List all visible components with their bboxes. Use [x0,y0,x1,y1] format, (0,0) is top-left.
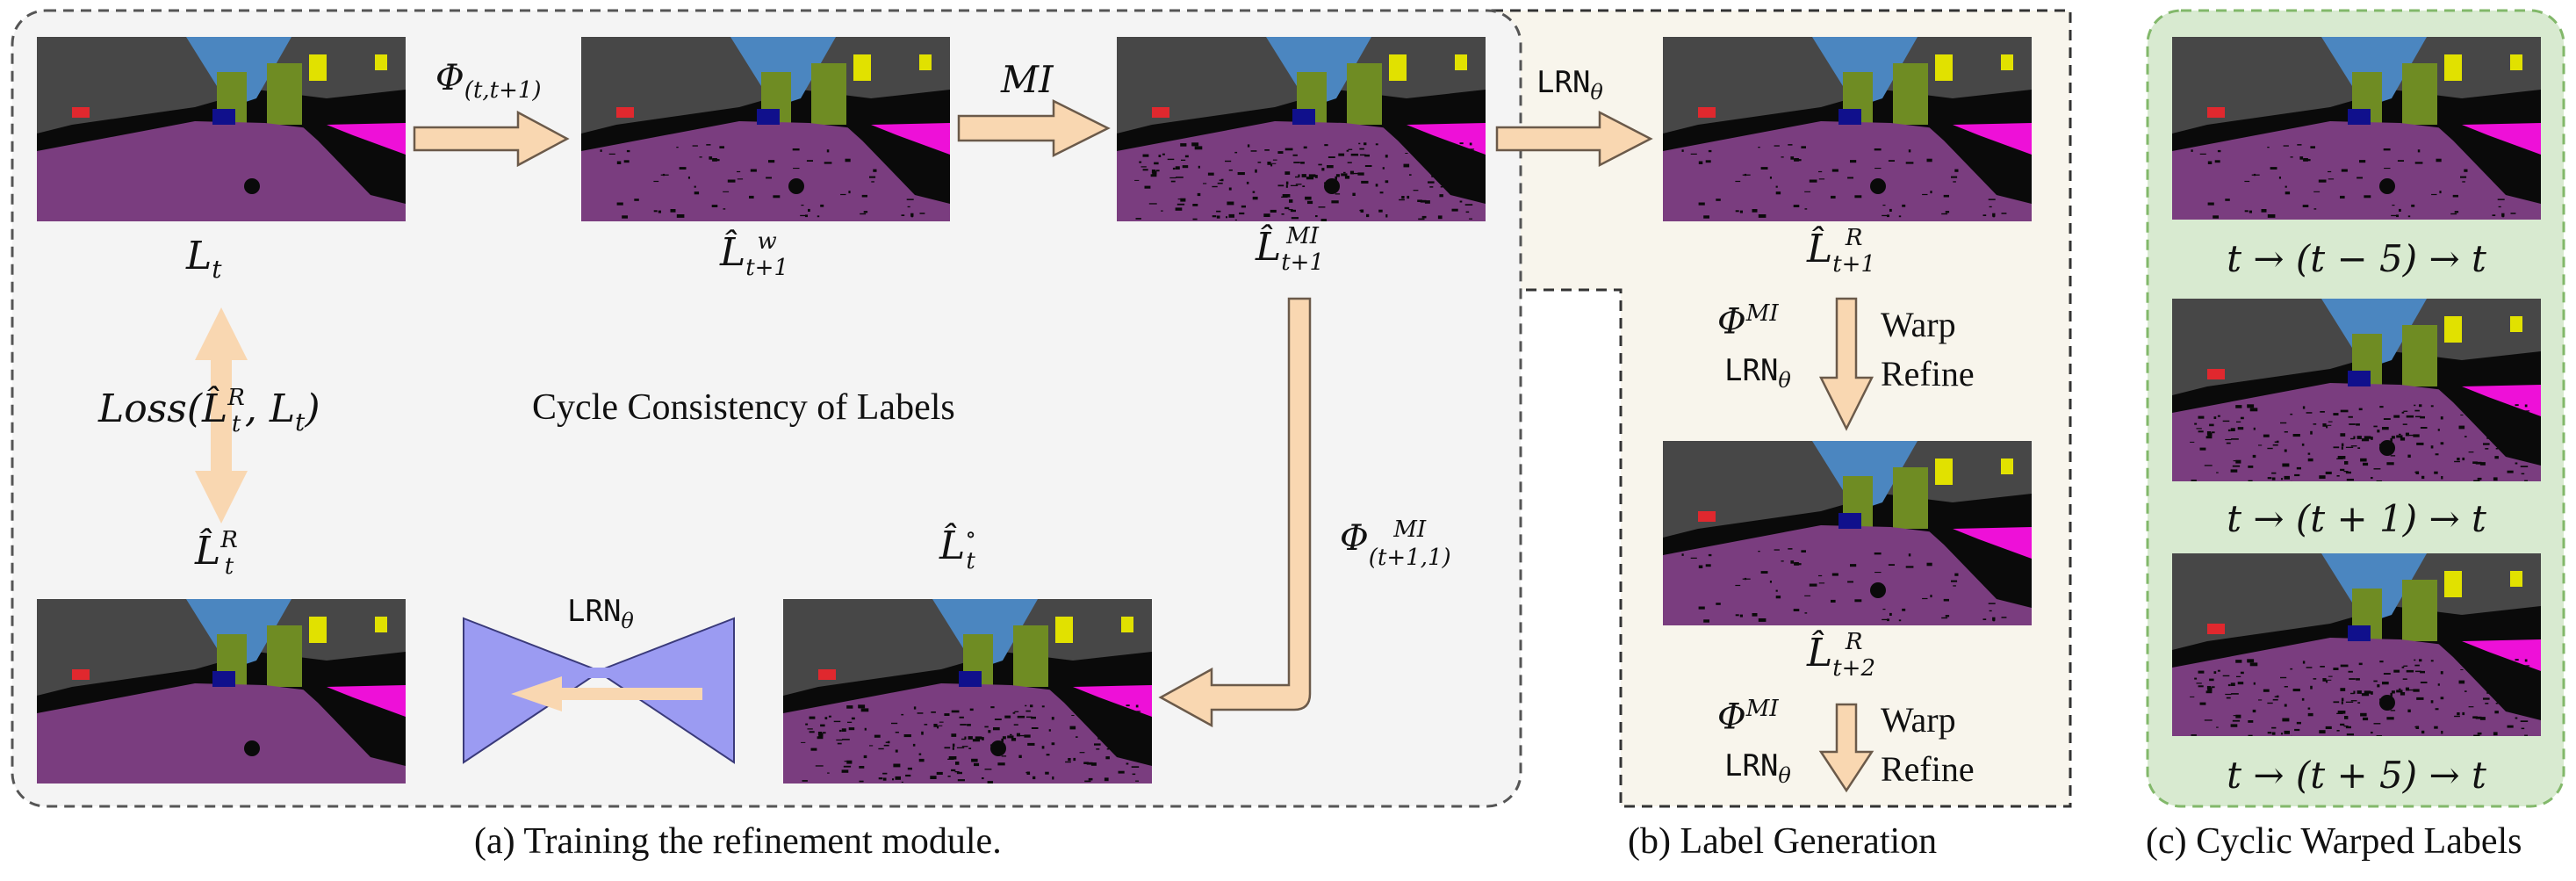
cycle-title: Cycle Consistency of Labels [532,387,955,428]
network-arrow [511,676,702,711]
label-l-circ: L̂∘t [939,522,976,574]
caption-a: (a) Training the refinement module. [474,821,1002,862]
cyclic-caption-3: t → (t + 5) → t [2227,754,2486,797]
step2-warp: Warp [1881,700,1956,740]
network-waist [588,668,609,678]
cyclic-caption-2: t → (t + 1) → t [2227,497,2486,540]
arrow-loss [195,307,248,524]
image-cyclic-2 [2172,299,2541,481]
image-refined-t1 [1663,37,2032,221]
image-l-circ [783,599,1152,784]
step2-phi: ΦMI [1717,696,1779,738]
image-refined-t2 [1663,441,2032,625]
step1-refine: Refine [1881,354,1975,394]
caption-c: (c) Cyclic Warped Labels [2146,821,2522,862]
image-lt-refined [37,599,406,784]
arrow-phi [413,110,570,168]
arrow-phi-back [1158,297,1312,728]
label-lt: Lt [186,234,222,284]
arrow-lrn [1495,110,1653,168]
arrow-mi [957,98,1111,158]
label-phi: Φ(t,t+1) [435,58,542,104]
arrow-b-step1 [1818,297,1874,431]
step1-phi: ΦMI [1717,300,1779,343]
cyclic-caption-1: t → (t − 5) → t [2227,237,2486,280]
step2-lrn: LRNθ [1724,748,1791,788]
network-label: LRNθ [567,594,634,633]
image-cyclic-3 [2172,553,2541,736]
label-lrn-arrow: LRNθ [1536,65,1603,105]
image-lt [37,37,406,221]
step1-warp: Warp [1881,305,1956,344]
step1-lrn: LRNθ [1724,353,1791,393]
image-cyclic-1 [2172,37,2541,220]
image-mi [1117,37,1486,221]
label-mi-arrow: MI [1001,58,1054,101]
step2-refine: Refine [1881,749,1975,789]
arrow-b-step2 [1818,703,1874,793]
image-warped [581,37,950,221]
caption-b: (b) Label Generation [1628,821,1938,862]
